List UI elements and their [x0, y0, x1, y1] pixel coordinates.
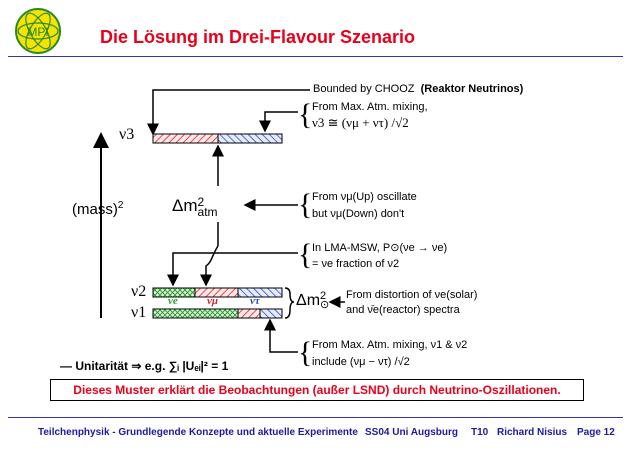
nu3-mu-segment	[152, 133, 219, 144]
flavour-tau-label: ντ	[250, 295, 260, 307]
conclusion-box: Dieses Muster erklärt die Beobachtungen …	[50, 379, 584, 401]
nu1-e-segment	[152, 308, 239, 319]
footer-term: SS04 Uni Augsburg	[365, 427, 458, 438]
logo-text: MPI	[27, 25, 48, 39]
max-mix-line1: From Max. Atm. mixing, ν1 & ν2	[312, 339, 468, 351]
mpi-logo: MPI	[15, 8, 61, 54]
lma-line2: = νe fraction of ν2	[312, 258, 400, 270]
atm-mix-line2: ν3 ≅ (νμ + ντ) /√2	[312, 115, 409, 130]
footer-divider	[8, 417, 623, 418]
chooz-arrow	[147, 89, 310, 136]
solar-brace	[284, 287, 295, 319]
lma-brace: {	[298, 238, 313, 271]
atm-mix-line1: From Max. Atm. mixing,	[312, 101, 428, 113]
updown-line2: but νμ(Down) don't	[312, 208, 405, 220]
solar-line1: From distortion of νe(solar)	[346, 289, 478, 301]
page-title: Die Lösung im Drei-Flavour Szenario	[100, 27, 416, 47]
nu3-tau-segment	[217, 133, 283, 144]
max-mix-arrow	[264, 318, 298, 353]
footer-author: Richard Nisius	[497, 427, 568, 438]
solar-line2: and ν̄e(reactor) spectra	[346, 304, 460, 316]
nu1-label: ν1	[131, 304, 147, 321]
footer-course: Teilchenphysik - Grundlegende Konzepte u…	[38, 427, 358, 438]
atm-mix-arrow	[259, 111, 298, 133]
nu2-label: ν2	[131, 283, 147, 300]
updown-brace: {	[298, 188, 313, 221]
lma-arrow	[167, 252, 298, 287]
nu2-tau-segment	[237, 287, 283, 298]
footer-code: T10	[471, 427, 489, 438]
nu1-tau-segment	[259, 308, 283, 319]
lma-line1: In LMA-MSW, P⊙(νe → νe)	[312, 242, 448, 254]
footer-page: Page 12	[577, 427, 615, 438]
mass-axis-label: (mass)2	[72, 200, 124, 218]
max-mix-line2: include (νμ − ντ) /√2	[312, 356, 410, 368]
nu3-label: ν3	[119, 126, 135, 143]
atm-mix-brace: {	[298, 98, 313, 131]
nu1-mu-segment	[237, 308, 261, 319]
chooz-text: Bounded by CHOOZ (Reaktor Neutrinos)	[313, 83, 524, 95]
max-mix-brace: {	[298, 336, 313, 369]
flavour-mu-label: νμ	[207, 295, 218, 307]
dm-atm-arrow-down	[200, 245, 219, 287]
header-divider	[8, 56, 623, 57]
flavour-e-label: νe	[168, 295, 178, 307]
unitarity-text: — Unitarität ⇒ e.g. ∑ᵢ |Uₑᵢ|² = 1	[60, 359, 229, 373]
updown-line1: From νμ(Up) oscillate	[312, 191, 417, 203]
